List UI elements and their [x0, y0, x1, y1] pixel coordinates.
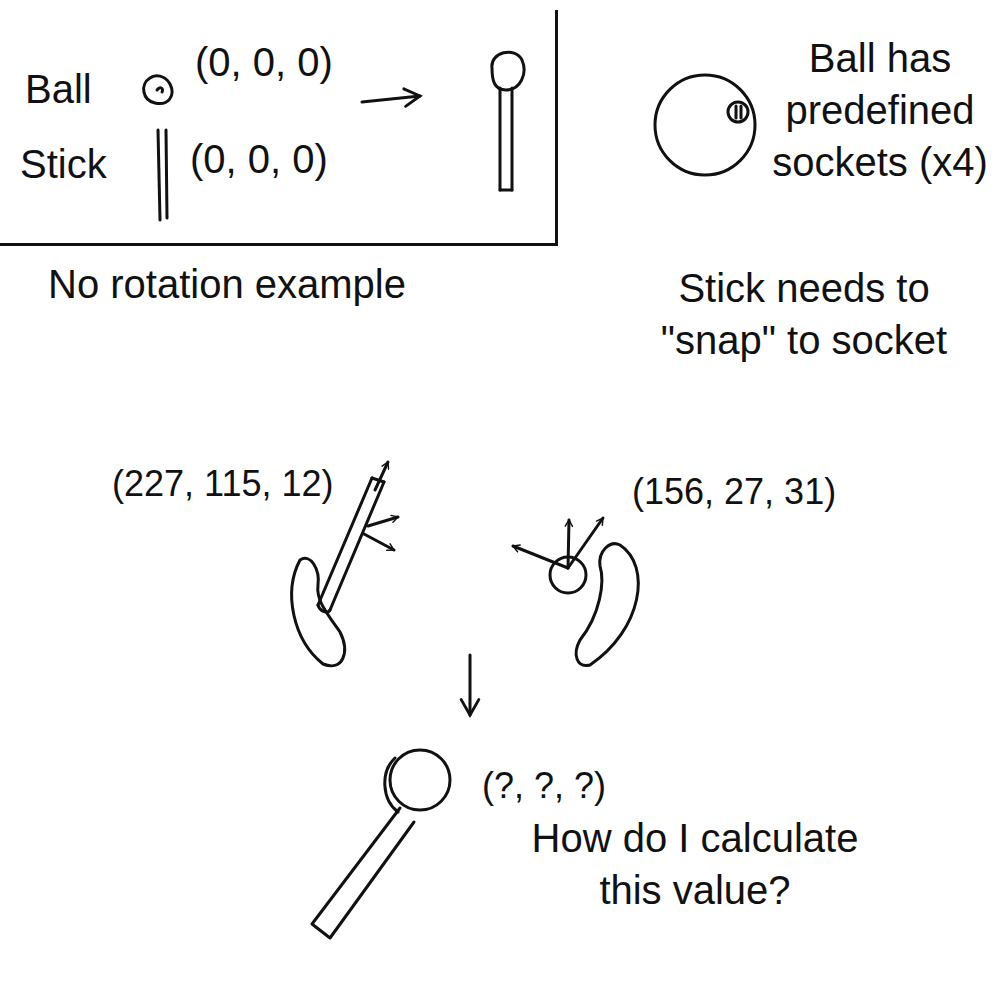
part-name: Stick	[20, 140, 107, 188]
hand-with-ball	[513, 518, 638, 665]
coordinate-label: (156, 27, 31)	[632, 470, 836, 513]
joined-ball-stick	[492, 52, 524, 190]
part-name: Ball	[25, 65, 92, 113]
socket-ball-sketch	[655, 75, 755, 175]
down-arrow	[469, 655, 472, 715]
stick-sketch	[158, 130, 167, 220]
caption-text: No rotation example	[48, 260, 406, 308]
coordinate-label: (0, 0, 0)	[190, 135, 328, 183]
coordinate-label: (227, 115, 12)	[112, 462, 333, 505]
arrow-sketch	[362, 96, 420, 102]
coordinate-label: (0, 0, 0)	[195, 38, 333, 86]
note-text: Ball has predefined sockets (x4)	[765, 32, 995, 188]
note-text: Stick needs to "snap" to socket	[618, 262, 990, 366]
example-box: Ball(0, 0, 0)Stick(0, 0, 0)No rotation e…	[0, 10, 558, 246]
coordinate-label: (?, ?, ?)	[482, 764, 606, 807]
ball-sketch	[144, 76, 172, 104]
result-ball-stick	[312, 750, 450, 938]
question-text: How do I calculate this value?	[495, 812, 895, 916]
